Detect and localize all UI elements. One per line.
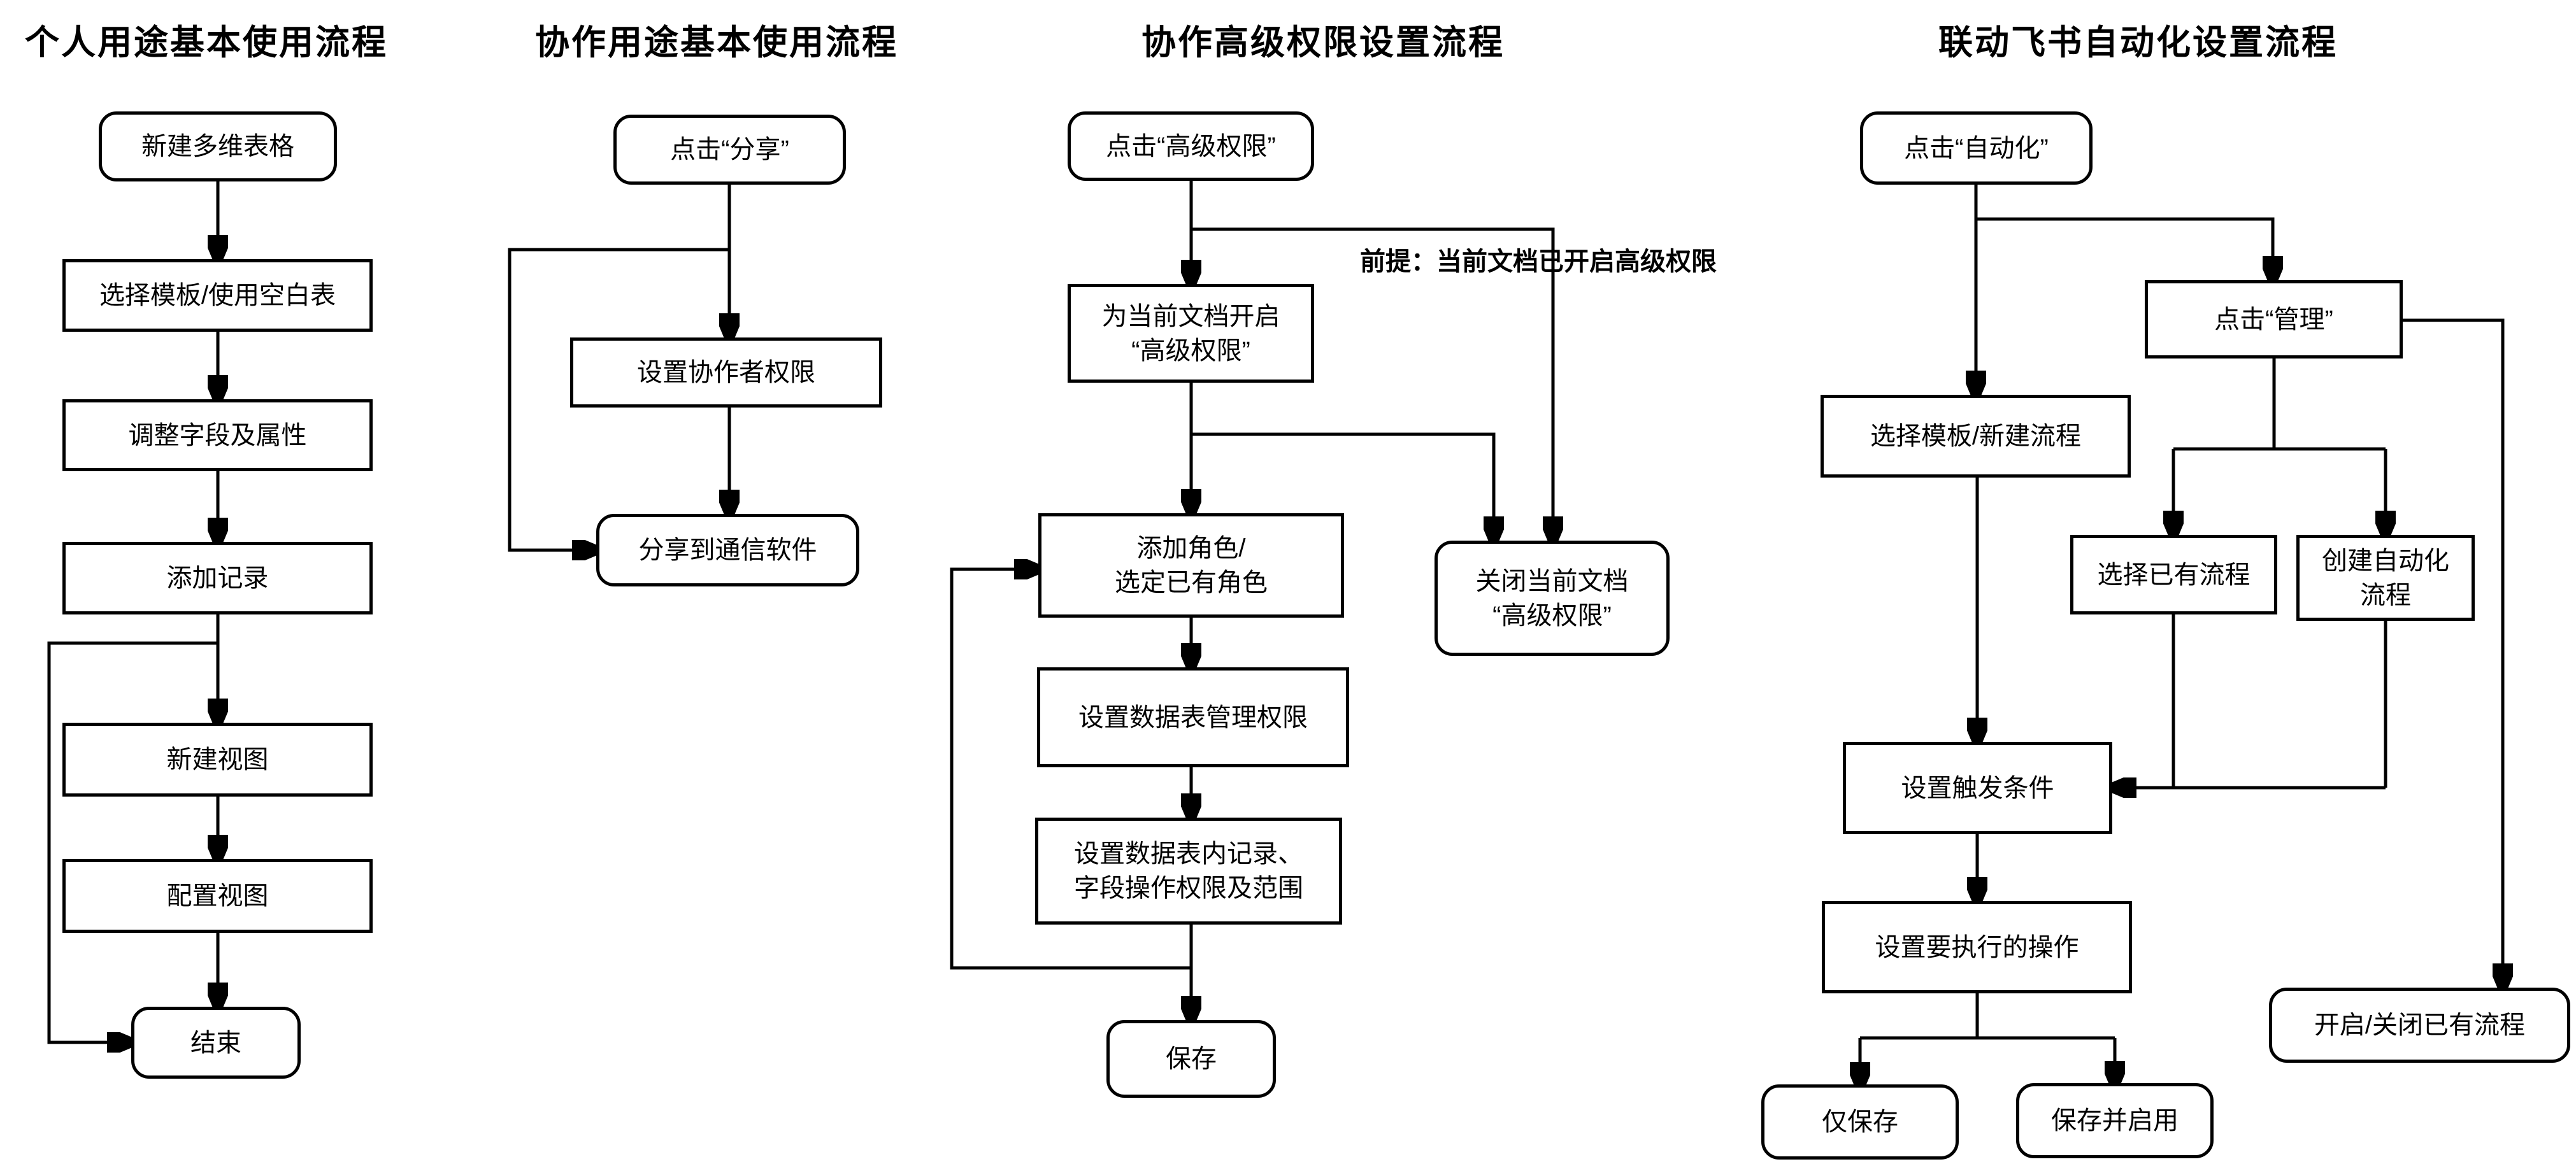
connector-click-automation-branch-to-click-manage (1976, 217, 2273, 278)
node-set-actions: 设置要执行的操作 (1822, 901, 2132, 993)
node-label: 分享到通信软件 (638, 536, 817, 564)
node-set-record-field-perms: 设置数据表内记录、 字段操作权限及范围 (1035, 818, 1342, 925)
node-label: 设置数据表管理权限 (1078, 703, 1308, 732)
node-label: 点击“管理” (2214, 305, 2333, 334)
node-add-records: 添加记录 (62, 542, 373, 614)
node-label: 添加角色/ 选定已有角色 (1115, 534, 1268, 597)
node-click-share: 点击“分享” (613, 115, 846, 185)
node-set-table-mgmt-perms: 设置数据表管理权限 (1037, 667, 1349, 767)
node-enable-advanced-perms: 为当前文档开启 “高级权限” (1068, 284, 1314, 383)
node-click-automation: 点击“自动化” (1860, 111, 2093, 185)
node-save-and-enable: 保存并启用 (2016, 1083, 2214, 1158)
node-label: 新建多维表格 (141, 132, 294, 160)
node-save-only: 仅保存 (1761, 1084, 1959, 1160)
node-toggle-existing-flow: 开启/关闭已有流程 (2269, 988, 2570, 1063)
flow-title-advanced-permission: 协作高级权限设置流程 (1141, 24, 1505, 62)
node-configure-view: 配置视图 (62, 859, 373, 933)
node-label: 添加记录 (166, 564, 269, 592)
node-choose-template: 选择模板/使用空白表 (62, 259, 373, 332)
connector-loop-back-to-add-role (950, 569, 1191, 970)
node-label: 选择已有流程 (2097, 560, 2250, 589)
node-choose-template-or-new: 选择模板/新建流程 (1821, 395, 2131, 478)
connector-click-manage-to-toggle-existing (2403, 318, 2503, 986)
note-advanced-perms-precondition: 前提：当前文档已开启高级权限 (1360, 248, 1717, 276)
node-share-to-im: 分享到通信软件 (596, 514, 859, 586)
node-label: 设置触发条件 (1901, 774, 2054, 802)
node-end: 结束 (131, 1007, 301, 1079)
node-click-advanced-perms: 点击“高级权限” (1068, 111, 1314, 181)
node-label: 点击“自动化” (1904, 134, 2049, 162)
node-label: 选择模板/使用空白表 (99, 281, 336, 309)
node-label: 关闭当前文档 “高级权限” (1475, 567, 1629, 630)
node-click-manage: 点击“管理” (2145, 280, 2403, 358)
node-create-view: 新建视图 (62, 723, 373, 797)
node-label: 保存 (1166, 1045, 1217, 1073)
node-label: 仅保存 (1822, 1108, 1898, 1136)
node-label: 新建视图 (166, 746, 269, 774)
node-label: 为当前文档开启 “高级权限” (1101, 302, 1280, 365)
node-create-automation-flow: 创建自动化 流程 (2296, 535, 2475, 621)
node-label: 开启/关闭已有流程 (2314, 1011, 2526, 1039)
node-set-trigger-condition: 设置触发条件 (1843, 742, 2112, 834)
node-label: 选择模板/新建流程 (1870, 422, 2082, 450)
node-label: 创建自动化 流程 (2322, 546, 2449, 609)
connector-click-share-bypass-to-share-im (508, 248, 729, 550)
node-label: 结束 (190, 1028, 241, 1057)
node-save: 保存 (1106, 1020, 1276, 1098)
node-create-base-table: 新建多维表格 (99, 111, 337, 181)
connector-enable-advanced-branch-to-disable (1191, 432, 1494, 539)
node-disable-advanced-perms: 关闭当前文档 “高级权限” (1435, 541, 1670, 656)
node-label: 点击“高级权限” (1106, 132, 1276, 160)
node-label: 点击“分享” (670, 136, 789, 164)
node-choose-existing-flow: 选择已有流程 (2070, 535, 2277, 614)
flow-title-personal-basic: 个人用途基本使用流程 (25, 24, 388, 62)
connector-add-records-bypass-to-end (47, 641, 218, 1042)
node-adjust-fields: 调整字段及属性 (62, 399, 373, 471)
node-label: 设置数据表内记录、 字段操作权限及范围 (1074, 840, 1303, 902)
node-label: 设置要执行的操作 (1875, 933, 2079, 962)
node-label: 设置协作者权限 (637, 358, 815, 387)
flow-title-feishu-automation: 联动飞书自动化设置流程 (1938, 24, 2338, 62)
connector-click-advanced-branch-to-disable (1191, 227, 1553, 539)
node-label: 配置视图 (166, 882, 269, 910)
node-label: 保存并启用 (2051, 1107, 2179, 1135)
flow-title-collaboration-basic: 协作用途基本使用流程 (535, 24, 898, 62)
node-add-role: 添加角色/ 选定已有角色 (1038, 513, 1344, 618)
node-set-collaborator-perms: 设置协作者权限 (570, 337, 882, 408)
node-label: 调整字段及属性 (128, 421, 307, 450)
